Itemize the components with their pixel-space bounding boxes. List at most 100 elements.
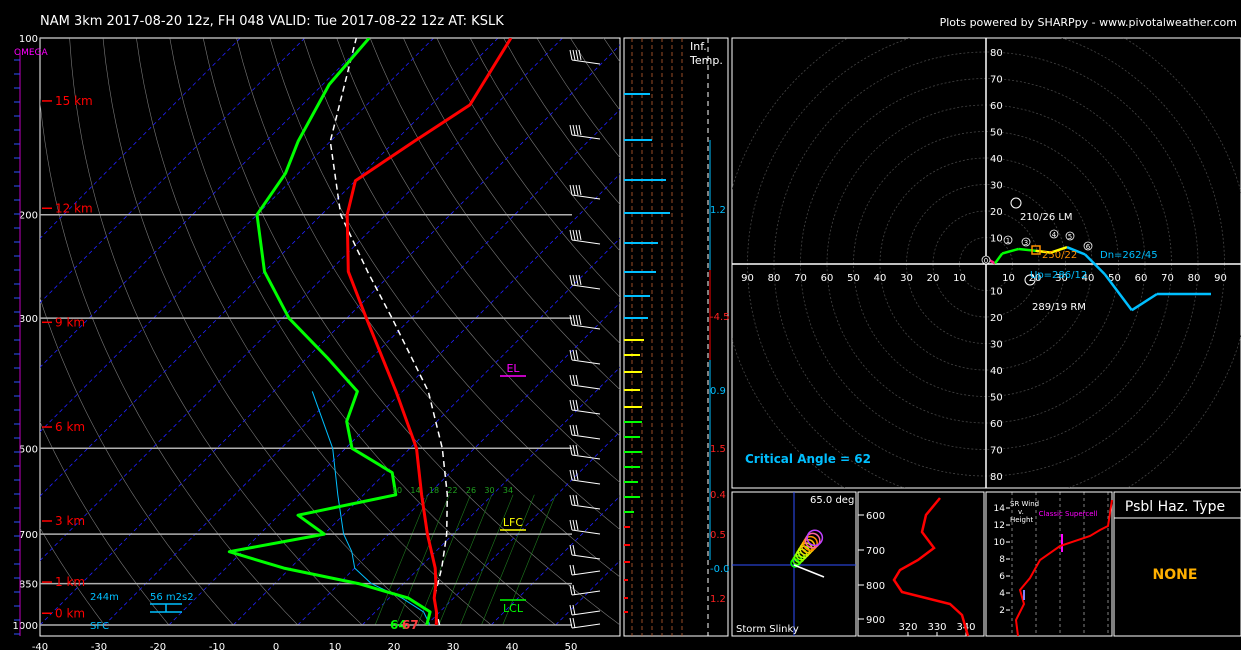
dry-adiabat [303,38,620,483]
srwind-cell-label: Classic Supercell [1039,510,1098,518]
sfc-label: SFC [90,621,109,632]
inf-frame [623,37,729,637]
hodo-height-marker [1003,235,1013,245]
isotherm [40,38,434,433]
hodo-ring-label: 60 [990,101,1003,112]
wind-barb-shaft [571,554,601,560]
wind-barb-flag [569,229,573,241]
mixing-ratio-line [438,494,493,626]
downshear-label: Dn=262/45 [1100,250,1158,261]
pressure-tick-label: 200 [19,211,38,222]
hodo-height-label: 5 [1068,233,1072,241]
wind-barb-shaft [571,384,601,390]
wind-barb-flag [578,124,582,136]
hodo-segment [1084,253,1106,276]
wind-barb-flag [569,469,573,481]
wind-barb-flag [575,374,579,386]
mixing-ratio-label: 26 [466,486,476,495]
wind-barb-shaft [571,590,601,596]
hodo-height-marker [1083,241,1093,251]
dry-adiabat [436,38,620,298]
isotherm [40,44,620,626]
wind-barb-flag [575,494,579,506]
wind-barb-flag [569,184,573,196]
hodo-ring-label: 10 [953,273,966,284]
isotherm [40,38,499,497]
hodo-height-label: 6 [1086,243,1091,251]
wind-barb-flag [578,184,582,196]
dry-adiabat [369,38,620,391]
srwind-title: SR Wind [1010,500,1039,508]
wind-barb-flag [572,544,576,556]
inf-label-2: Temp. [689,54,723,67]
dewpoint-trace [227,38,432,626]
hodo-ring-label: 30 [1055,273,1068,284]
wind-barb-flag [572,314,576,326]
wind-barb-flag [575,124,579,136]
slinky-vector [793,564,825,578]
critical-angle-label: Critical Angle = 62 [745,452,871,466]
wind-barb-flag [569,584,573,596]
wind-barb-flag [569,564,573,576]
wind-barb-flag [569,349,573,361]
mixing-ratio-line [396,494,450,626]
skewt-traces [227,38,513,626]
hodo-ring-label: 10 [990,287,1003,298]
wind-barb-shaft [571,359,601,365]
wind-barb-flag [569,424,573,436]
wind-barb-flag [572,229,576,241]
wind-barb-flag [575,444,579,456]
wind-barb-shaft [571,623,601,629]
theta-y-label: 800 [866,581,885,592]
lcl-label: LCL [503,602,524,615]
hodo-ring-label: 10 [990,234,1003,245]
isotherm [297,302,620,626]
mean-wind-marker [1031,245,1041,255]
height-label: 0 km [55,606,85,620]
wind-barb-flag [575,469,579,481]
mixing-ratio-label: 30 [484,486,494,495]
hodo-ring-label: 50 [847,273,860,284]
hodo-height-label: 1 [1006,237,1010,245]
wind-barb-flag [572,469,576,481]
mixing-ratio-label: 10 [392,486,402,495]
wind-barb-flag [569,374,573,386]
wind-barb-flag [575,49,579,61]
srwind-trace [1014,499,1113,637]
wind-barb-flag [572,374,576,386]
hodo-height-marker [1049,229,1059,239]
slinky-angle-label: 65.0 deg [810,495,854,506]
wind-barb-flag [572,519,576,531]
theta-trace [892,497,970,637]
upshear-label: Up=286/12 [1030,270,1087,281]
hodo-segment [1066,246,1086,256]
hazard-value: NONE [1153,567,1198,583]
wind-barb-flag [572,124,576,136]
hodo-height-label: 3 [1024,239,1028,247]
wind-barb-flag [572,494,576,506]
lm-label: 210/26 LM [1020,212,1073,223]
height-label: 6 km [55,420,85,434]
hodo-ring-label: 50 [990,393,1003,404]
wind-barb-flag [572,349,576,361]
temp-tick-label: -10 [209,642,225,650]
dry-adiabat [336,38,620,437]
height-label: 3 km [55,514,85,528]
hazard-title: Psbl Haz. Type [1125,499,1225,515]
temp-tick-label: 20 [388,642,401,650]
wind-barb-flag [572,49,576,61]
hodo-ring-label: 80 [768,273,781,284]
isotherm [40,38,370,368]
isotherm [233,237,620,626]
credit-text: Plots powered by SHARPpy - www.pivotalwe… [939,16,1237,29]
wind-barb-shaft [571,239,601,245]
slinky-label: Storm Slinky [736,624,799,635]
theta-x-label: 330 [927,622,946,633]
wind-barb-flag [575,184,579,196]
wind-barb-flag [575,314,579,326]
temp-tick-label: 0 [273,642,279,650]
